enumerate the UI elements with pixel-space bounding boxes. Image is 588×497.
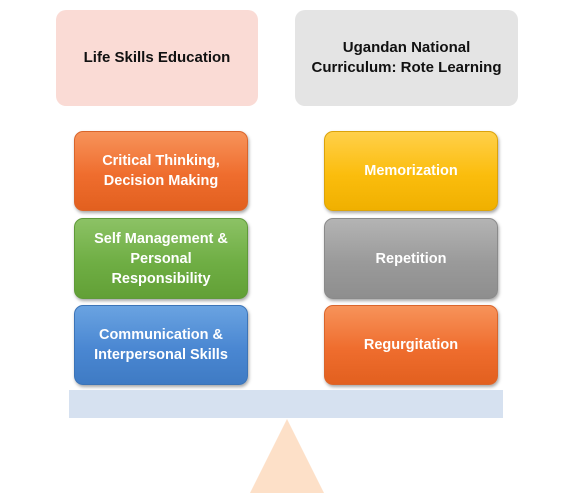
rote-learning-header: Ugandan National Curriculum: Rote Learni…	[295, 10, 518, 106]
repetition-label: Repetition	[375, 250, 447, 267]
communication-line-2: Interpersonal Skills	[94, 347, 228, 363]
regurgitation-box: Regurgitation	[324, 305, 498, 385]
memorization-box: Memorization	[324, 131, 498, 211]
self-management-line-2: Personal	[130, 250, 192, 267]
self-management-box: Self Management & Personal Responsibilit…	[74, 218, 248, 299]
rote-learning-header-line-2: Curriculum: Rote Learning	[311, 59, 502, 76]
self-management-line-1: Self Management &	[94, 230, 228, 247]
memorization-label: Memorization	[364, 163, 458, 179]
repetition-box: Repetition	[324, 218, 498, 299]
balance-beam	[69, 390, 503, 418]
communication-box: Communication & Interpersonal Skills	[74, 305, 248, 385]
fulcrum-triangle	[250, 419, 324, 493]
fulcrum-shape	[250, 419, 324, 493]
critical-thinking-line-2: Decision Making	[103, 173, 219, 189]
life-skills-header-text: Life Skills Education	[83, 49, 231, 66]
regurgitation-label: Regurgitation	[363, 337, 459, 353]
rote-learning-header-line-1: Ugandan National	[342, 39, 471, 56]
critical-thinking-box: Critical Thinking, Decision Making	[74, 131, 248, 211]
communication-line-1: Communication &	[98, 327, 224, 343]
life-skills-header: Life Skills Education	[56, 10, 258, 106]
critical-thinking-line-1: Critical Thinking,	[102, 153, 220, 169]
self-management-line-3: Responsibility	[111, 270, 211, 287]
